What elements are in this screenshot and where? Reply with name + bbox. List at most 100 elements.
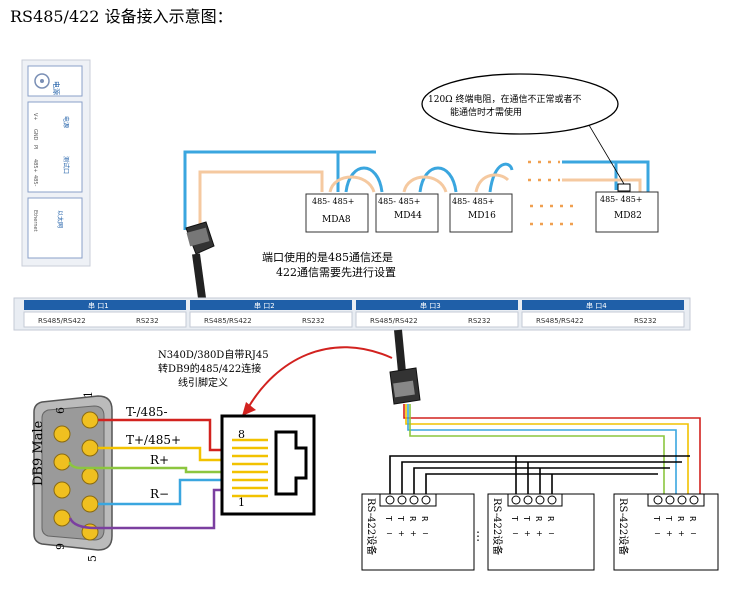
rs422-device-3-sign-2: + [678, 529, 685, 538]
device-name-md82: MD82 [614, 211, 642, 221]
serial-port-3-modes: RS485/RS422 [370, 317, 418, 325]
rs422-device-3-name: RS-422设备 [617, 498, 630, 555]
serial-port-1: 串 口1 RS485/RS422 RS232 [23, 300, 187, 328]
rs422-ellipsis: ⋮ [472, 529, 484, 543]
device-pins-md16: 485- 485+ [452, 197, 495, 206]
device-name-mda8: MDA8 [322, 215, 351, 225]
db9-pin-4 [81, 495, 99, 513]
rs422-device-1-term-0: T [384, 515, 393, 521]
port-note-line-1: 端口使用的是485通信还是 [262, 250, 393, 264]
device-md44: 485- 485+ MD44 [375, 193, 439, 233]
top-db9-connector [185, 221, 215, 299]
rs422-device-2-name: RS-422设备 [491, 498, 504, 555]
power-jack-icon [34, 73, 50, 89]
rs422-device-2-term-1: T [522, 515, 531, 521]
rs422-device-2-sign-2: + [536, 529, 543, 538]
rs422-device-2-term-2: R [534, 516, 543, 522]
device-pins-md44: 485- 485+ [378, 197, 421, 206]
terminal-resistor-icon [617, 183, 631, 192]
rs422-device-2-sign-1: + [524, 529, 531, 538]
serial-port-1-title: 串 口1 [88, 302, 109, 310]
device-pins-mda8: 485- 485+ [312, 197, 355, 206]
rj45-note-line-1: N340D/380D自带RJ45 [158, 348, 269, 361]
db9-male-connector: DB9 Male 1 6 9 5 [31, 391, 113, 562]
bottom-db9-connector [389, 329, 421, 405]
device-mda8: 485- 485+ MDA8 [305, 193, 369, 233]
db9-pin-label-9: 9 [54, 543, 67, 550]
rs422-device-1-term-3: R [420, 516, 429, 522]
device-md82: 485- 485+ MD82 [595, 191, 659, 233]
rj45-jack: 8 1 [220, 414, 316, 516]
terminal-label-2: PI [32, 145, 38, 150]
serial-port-3-alt: RS232 [468, 317, 491, 325]
db9-pin-7 [53, 453, 71, 471]
db9-pin-label-1: 1 [82, 391, 95, 398]
rs422-device-1-term-2: R [408, 516, 417, 522]
ethernet-sub-label: Ethernet [32, 210, 38, 232]
rs422-device-2: RS-422设备 T T R R − + + − [487, 493, 595, 571]
terminal-label-1: GND [32, 129, 38, 141]
serial-port-panel: 串 口1 RS485/RS422 RS232 串 口2 RS485/RS422 … [13, 297, 691, 331]
rj45-note-line-2: 转DB9的485/422连接 [158, 362, 261, 375]
terminal-label-0: V+ [32, 113, 38, 121]
serial-port-2-modes: RS485/RS422 [204, 317, 252, 325]
rs422-device-1-sign-0: − [386, 529, 393, 538]
resistor-callout-line-1: 120Ω 终端电阻，在通信不正常或者不 [428, 93, 582, 105]
db9-pin-label-6: 6 [54, 407, 67, 414]
resistor-callout-line-2: 能通信时才需使用 [450, 106, 522, 118]
diagram-heading: RS485/422 设备接入示意图： [10, 7, 233, 26]
left-device-panel: 电源 电源 V+ GND PI 485+ 485- 测试口 Ethernet 以… [21, 59, 91, 267]
rs422-device-1-sign-3: − [422, 529, 429, 538]
db9-pin-9 [53, 509, 71, 527]
rs422-device-1-name: RS-422设备 [365, 498, 378, 555]
rs422-device-1-term-1: T [396, 515, 405, 521]
rs422-device-3-sign-1: + [666, 529, 673, 538]
rs422-device-1-sign-1: + [398, 529, 405, 538]
rs485-bus-wires [183, 150, 650, 230]
wire-label-r-minus: R− [150, 487, 169, 501]
serial-port-2-title: 串 口2 [254, 302, 275, 310]
db9-pin-label-5: 5 [86, 555, 99, 562]
serial-port-1-alt: RS232 [136, 317, 159, 325]
test-port-label: 测试口 [62, 156, 70, 174]
wire-label-t-plus: T+/485+ [126, 433, 181, 447]
rj45-note-line-3: 线引脚定义 [178, 376, 228, 389]
device-pins-md82: 485- 485+ [600, 195, 643, 204]
serial-port-4-modes: RS485/RS422 [536, 317, 584, 325]
wire-label-r-plus: R+ [150, 453, 169, 467]
rs422-device-3-term-0: T [652, 515, 661, 521]
rs422-device-3-term-1: T [664, 515, 673, 521]
rs422-device-1-sign-2: + [410, 529, 417, 538]
db9-label: DB9 Male [31, 420, 46, 486]
resistor-callout [421, 73, 619, 135]
port-note-line-2: 422通信需要先进行设置 [276, 266, 396, 279]
serial-port-2: 串 口2 RS485/RS422 RS232 [189, 300, 353, 328]
device-name-md44: MD44 [394, 211, 422, 221]
rj45-pin-1-label: 1 [238, 496, 245, 509]
power-label: 电源 [52, 81, 61, 95]
serial-port-3: 串 口3 RS485/RS422 RS232 [355, 300, 519, 328]
rs422-device-2-term-0: T [510, 515, 519, 521]
rs422-device-3-term-2: R [676, 516, 685, 522]
rs422-device-3-term-3: R [688, 516, 697, 522]
rs422-device-2-sign-0: − [512, 529, 519, 538]
serial-port-4-title: 串 口4 [586, 302, 607, 310]
terminal-power-sub: 电源 [62, 116, 70, 128]
db9-pin-1 [81, 411, 99, 429]
serial-port-4: 串 口4 RS485/RS422 RS232 [521, 300, 685, 328]
rs422-device-3: RS-422设备 T T R R − + + − [613, 493, 719, 571]
rs422-device-1: RS-422设备 T T R R − + + − [361, 493, 475, 571]
serial-port-3-title: 串 口3 [420, 302, 441, 310]
serial-port-2-alt: RS232 [302, 317, 325, 325]
device-md16: 485- 485+ MD16 [449, 193, 513, 233]
db9-pin-6 [53, 425, 71, 443]
db9-pin-8 [53, 481, 71, 499]
rs422-device-2-sign-3: − [548, 529, 555, 538]
rs422-device-3-sign-3: − [690, 529, 697, 538]
rs422-device-2-term-3: R [546, 516, 555, 522]
wire-label-t-minus: T-/485- [126, 405, 168, 419]
rs422-device-3-sign-0: − [654, 529, 661, 538]
serial-port-4-alt: RS232 [634, 317, 657, 325]
rs422-bus-wires [389, 404, 701, 498]
